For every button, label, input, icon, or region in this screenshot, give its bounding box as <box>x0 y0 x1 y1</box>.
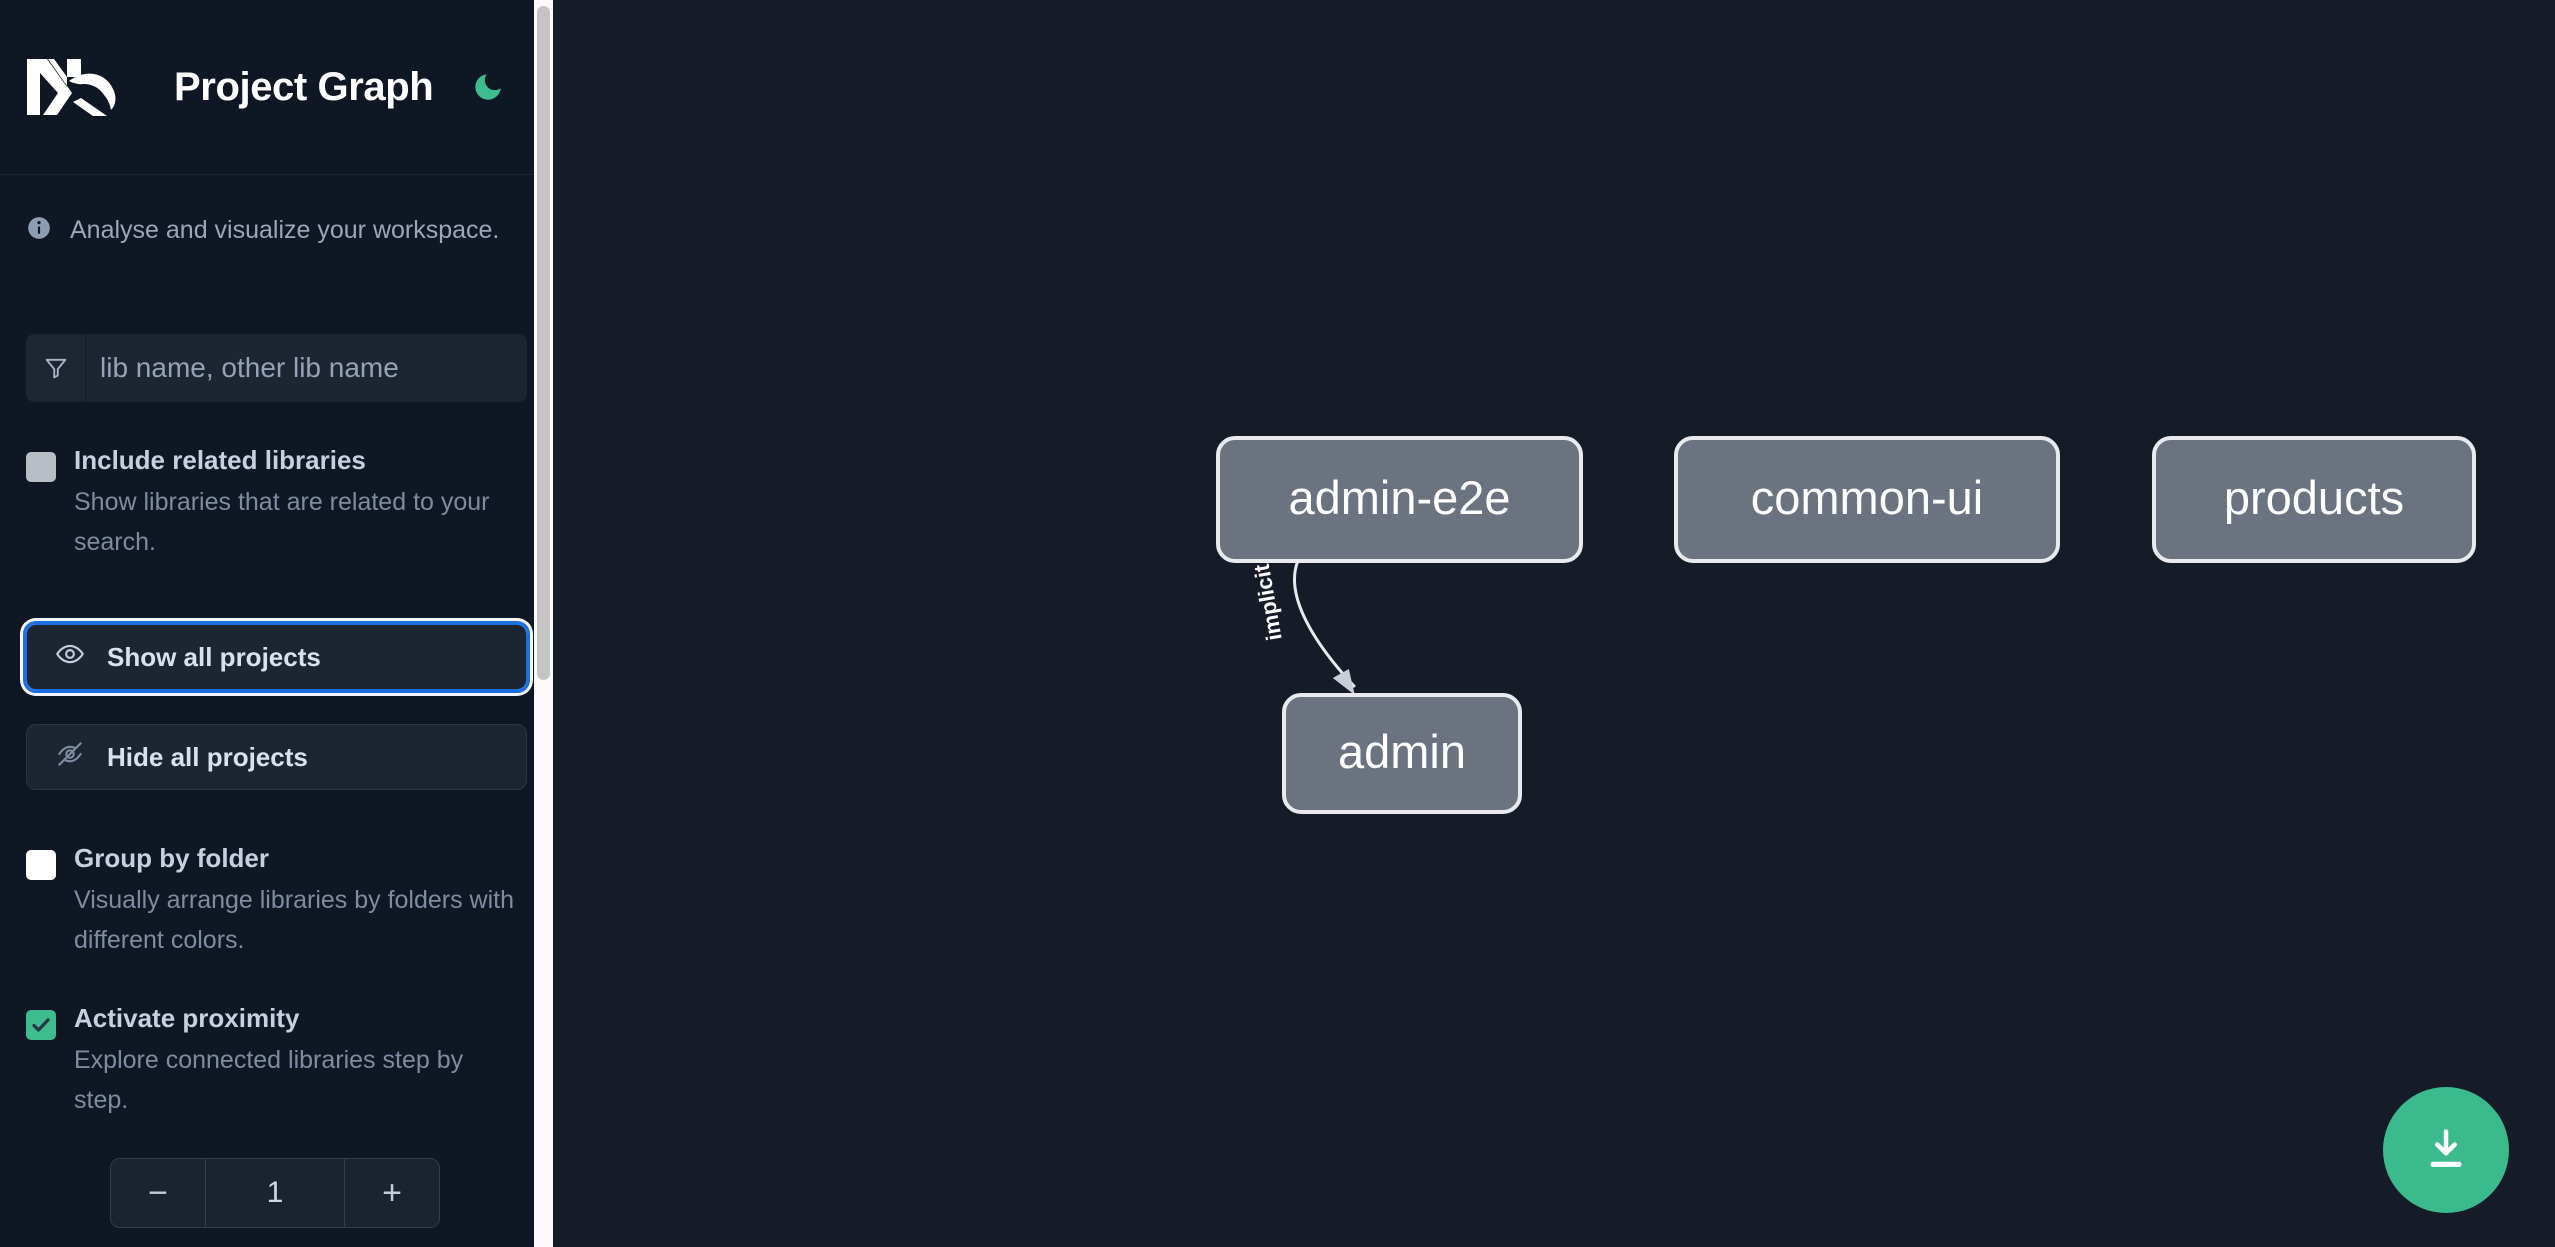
tagline-text: Analyse and visualize your workspace. <box>70 216 500 244</box>
option-label: Group by folder <box>74 843 269 873</box>
graph-node-label: admin <box>1338 725 1466 778</box>
project-graph-svg: implicitimplicit admin-e2ecommon-uiprodu… <box>1216 436 2476 814</box>
eye-off-icon <box>55 739 85 776</box>
graph-edge-arrowhead <box>1332 669 1355 695</box>
checkbox-activate-proximity <box>26 1010 56 1040</box>
graph-node-label: common-ui <box>1751 471 1983 524</box>
graph-node-box[interactable] <box>1216 436 1583 563</box>
show-all-projects-button[interactable]: Show all projects <box>23 621 530 693</box>
option-description: Explore connected libraries step by step… <box>74 1046 464 1114</box>
option-description: Visually arrange libraries by folders wi… <box>74 886 515 954</box>
workspace-tagline: Analyse and visualize your workspace. <box>0 175 553 246</box>
sidebar-scrollbar-thumb[interactable] <box>537 6 550 680</box>
graph-node[interactable]: admin-e2e <box>1216 436 1583 563</box>
graph-node[interactable]: admin <box>1282 693 1522 814</box>
hide-all-projects-button[interactable]: Hide all projects <box>26 724 527 790</box>
option-group-by-folder[interactable]: Group by folder Visually arrange librari… <box>0 842 553 960</box>
graph-node-label: products <box>2224 471 2404 524</box>
stepper-decrement-button[interactable]: − <box>111 1159 206 1227</box>
info-icon <box>26 215 52 246</box>
sidebar-header: Project Graph <box>0 0 553 175</box>
graph-node-label: admin-e2e <box>1288 471 1510 524</box>
graph-edges: implicitimplicit <box>1249 560 1356 695</box>
proximity-stepper: − 1 + <box>110 1158 440 1228</box>
graph-node-box[interactable] <box>1282 693 1522 814</box>
stepper-value: 1 <box>206 1159 344 1227</box>
option-include-related-libraries[interactable]: Include related libraries Show libraries… <box>0 444 553 562</box>
option-description: Show libraries that are related to your … <box>74 488 490 556</box>
graph-edge-label: implicit <box>1249 562 1287 643</box>
graph-node-box[interactable] <box>1674 436 2060 563</box>
eye-icon <box>55 639 85 676</box>
stepper-increment-button[interactable]: + <box>344 1159 439 1227</box>
graph-node-box[interactable] <box>2152 436 2476 563</box>
option-activate-proximity[interactable]: Activate proximity Explore connected lib… <box>0 1002 553 1120</box>
page-title: Project Graph <box>174 64 434 109</box>
graph-node[interactable]: products <box>2152 436 2476 563</box>
graph-edge <box>1293 560 1356 689</box>
hide-all-projects-label: Hide all projects <box>107 741 308 772</box>
moon-icon[interactable] <box>465 64 511 110</box>
checkbox-group-by-folder <box>26 850 56 880</box>
nx-logo-icon <box>26 56 122 118</box>
graph-nodes: admin-e2ecommon-uiproductsstore-e2eadmin… <box>1216 436 2476 814</box>
download-icon <box>2430 1129 2462 1167</box>
show-all-projects-label: Show all projects <box>107 641 321 672</box>
search-row <box>26 334 527 402</box>
search-input[interactable] <box>86 334 527 402</box>
graph-node[interactable]: common-ui <box>1674 436 2060 563</box>
download-graph-button[interactable] <box>2383 1087 2509 1213</box>
sidebar-scrollbar[interactable] <box>534 0 553 1247</box>
filter-funnel-icon <box>26 334 86 402</box>
graph-canvas[interactable]: implicitimplicit admin-e2e common-ui produ… <box>553 0 2555 1247</box>
checkbox-include-related-libraries <box>26 452 56 482</box>
sidebar: Project Graph Analyse and visualize yo <box>0 0 553 1247</box>
option-label: Activate proximity <box>74 1003 300 1033</box>
option-label: Include related libraries <box>74 445 366 475</box>
